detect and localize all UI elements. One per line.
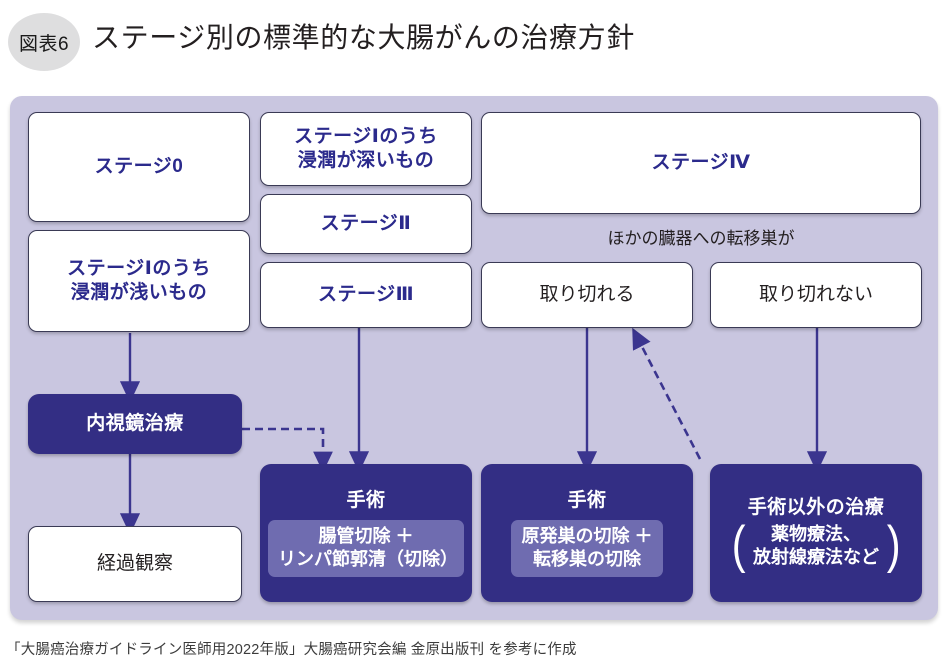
resectable-box[interactable]: 取り切れる (481, 262, 693, 328)
non-surgery-detail-text: 薬物療法、 放射線療法など (753, 523, 879, 570)
arrow-endoscopic-to-surgery-dashed (242, 427, 333, 473)
non-surgery-detail: ( 薬物療法、 放射線療法など ) (730, 516, 903, 575)
stage-1-shallow-line1: ステージⅠのうち (67, 257, 211, 279)
surgery-a-detail-line1: 腸管切除 ＋ (318, 525, 414, 546)
stage-3-label: ステージⅢ (317, 283, 415, 305)
surgery-b-box[interactable]: 手術 原発巣の切除 ＋ 転移巣の切除 (481, 464, 693, 602)
stage-4-box[interactable]: ステージⅣ (481, 112, 921, 214)
paren-open: ( (731, 516, 746, 575)
stage-0-label: ステージ0 (94, 155, 184, 177)
non-surgery-title: 手術以外の治療 (747, 497, 885, 519)
non-surgery-detail-line2: 放射線療法など (753, 547, 879, 568)
surgery-b-detail-line2: 転移巣の切除 (532, 549, 641, 570)
stage-1-deep-box[interactable]: ステージⅠのうち 浸潤が深いもの (260, 112, 472, 186)
surgery-b-detail: 原発巣の切除 ＋ 転移巣の切除 (511, 519, 663, 577)
stage-3-box[interactable]: ステージⅢ (260, 262, 472, 328)
paren-close: ) (886, 516, 901, 575)
diagram-panel: ステージ0 ステージⅠのうち 浸潤が浅いもの 内視鏡治療 経過観察 ステージⅠの… (10, 96, 938, 620)
non-surgery-box[interactable]: 手術以外の治療 ( 薬物療法、 放射線療法など ) (710, 464, 922, 602)
surgery-a-title: 手術 (346, 490, 386, 512)
stage-1-deep-line1: ステージⅠのうち (294, 125, 438, 147)
unresectable-box[interactable]: 取り切れない (710, 262, 922, 328)
surgery-a-detail-line2: リンパ節郭清（切除） (278, 549, 458, 570)
endoscopic-treatment-box[interactable]: 内視鏡治療 (28, 394, 242, 454)
unresectable-label: 取り切れない (758, 283, 873, 305)
arrow-nonsurgery-to-resectable-dashed (632, 327, 702, 460)
stage-1-deep-line2: 浸潤が深いもの (297, 150, 435, 171)
surgery-b-title: 手術 (567, 490, 607, 512)
figure-number-badge: 図表6 (8, 13, 80, 71)
follow-up-label: 経過観察 (96, 552, 173, 574)
follow-up-box[interactable]: 経過観察 (28, 526, 242, 602)
stage-1-shallow-line2: 浸潤が浅いもの (70, 282, 208, 303)
surgery-a-box[interactable]: 手術 腸管切除 ＋ リンパ節郭清（切除） (260, 464, 472, 602)
surgery-b-detail-line1: 原発巣の切除 ＋ (521, 525, 653, 546)
figure-header: 図表6 ステージ別の標準的な大腸がんの治療方針 (0, 0, 949, 92)
source-caption: 「大腸癌治療ガイドライン医師用2022年版」大腸癌研究会編 金原出版刊 を参考に… (6, 642, 577, 658)
stage-1-shallow-box[interactable]: ステージⅠのうち 浸潤が浅いもの (28, 230, 250, 332)
stage-4-label: ステージⅣ (651, 151, 751, 173)
surgery-a-detail: 腸管切除 ＋ リンパ節郭清（切除） (268, 519, 464, 577)
non-surgery-detail-line1: 薬物療法、 (771, 523, 861, 544)
metastasis-question-label: ほかの臓器への転移巣が (607, 229, 795, 248)
stage-2-box[interactable]: ステージⅡ (260, 194, 472, 254)
stage-0-box[interactable]: ステージ0 (28, 112, 250, 222)
stage-2-label: ステージⅡ (320, 212, 412, 234)
page-title: ステージ別の標準的な大腸がんの治療方針 (92, 22, 635, 53)
endoscopic-treatment-label: 内視鏡治療 (86, 412, 184, 434)
resectable-label: 取り切れる (539, 283, 635, 305)
